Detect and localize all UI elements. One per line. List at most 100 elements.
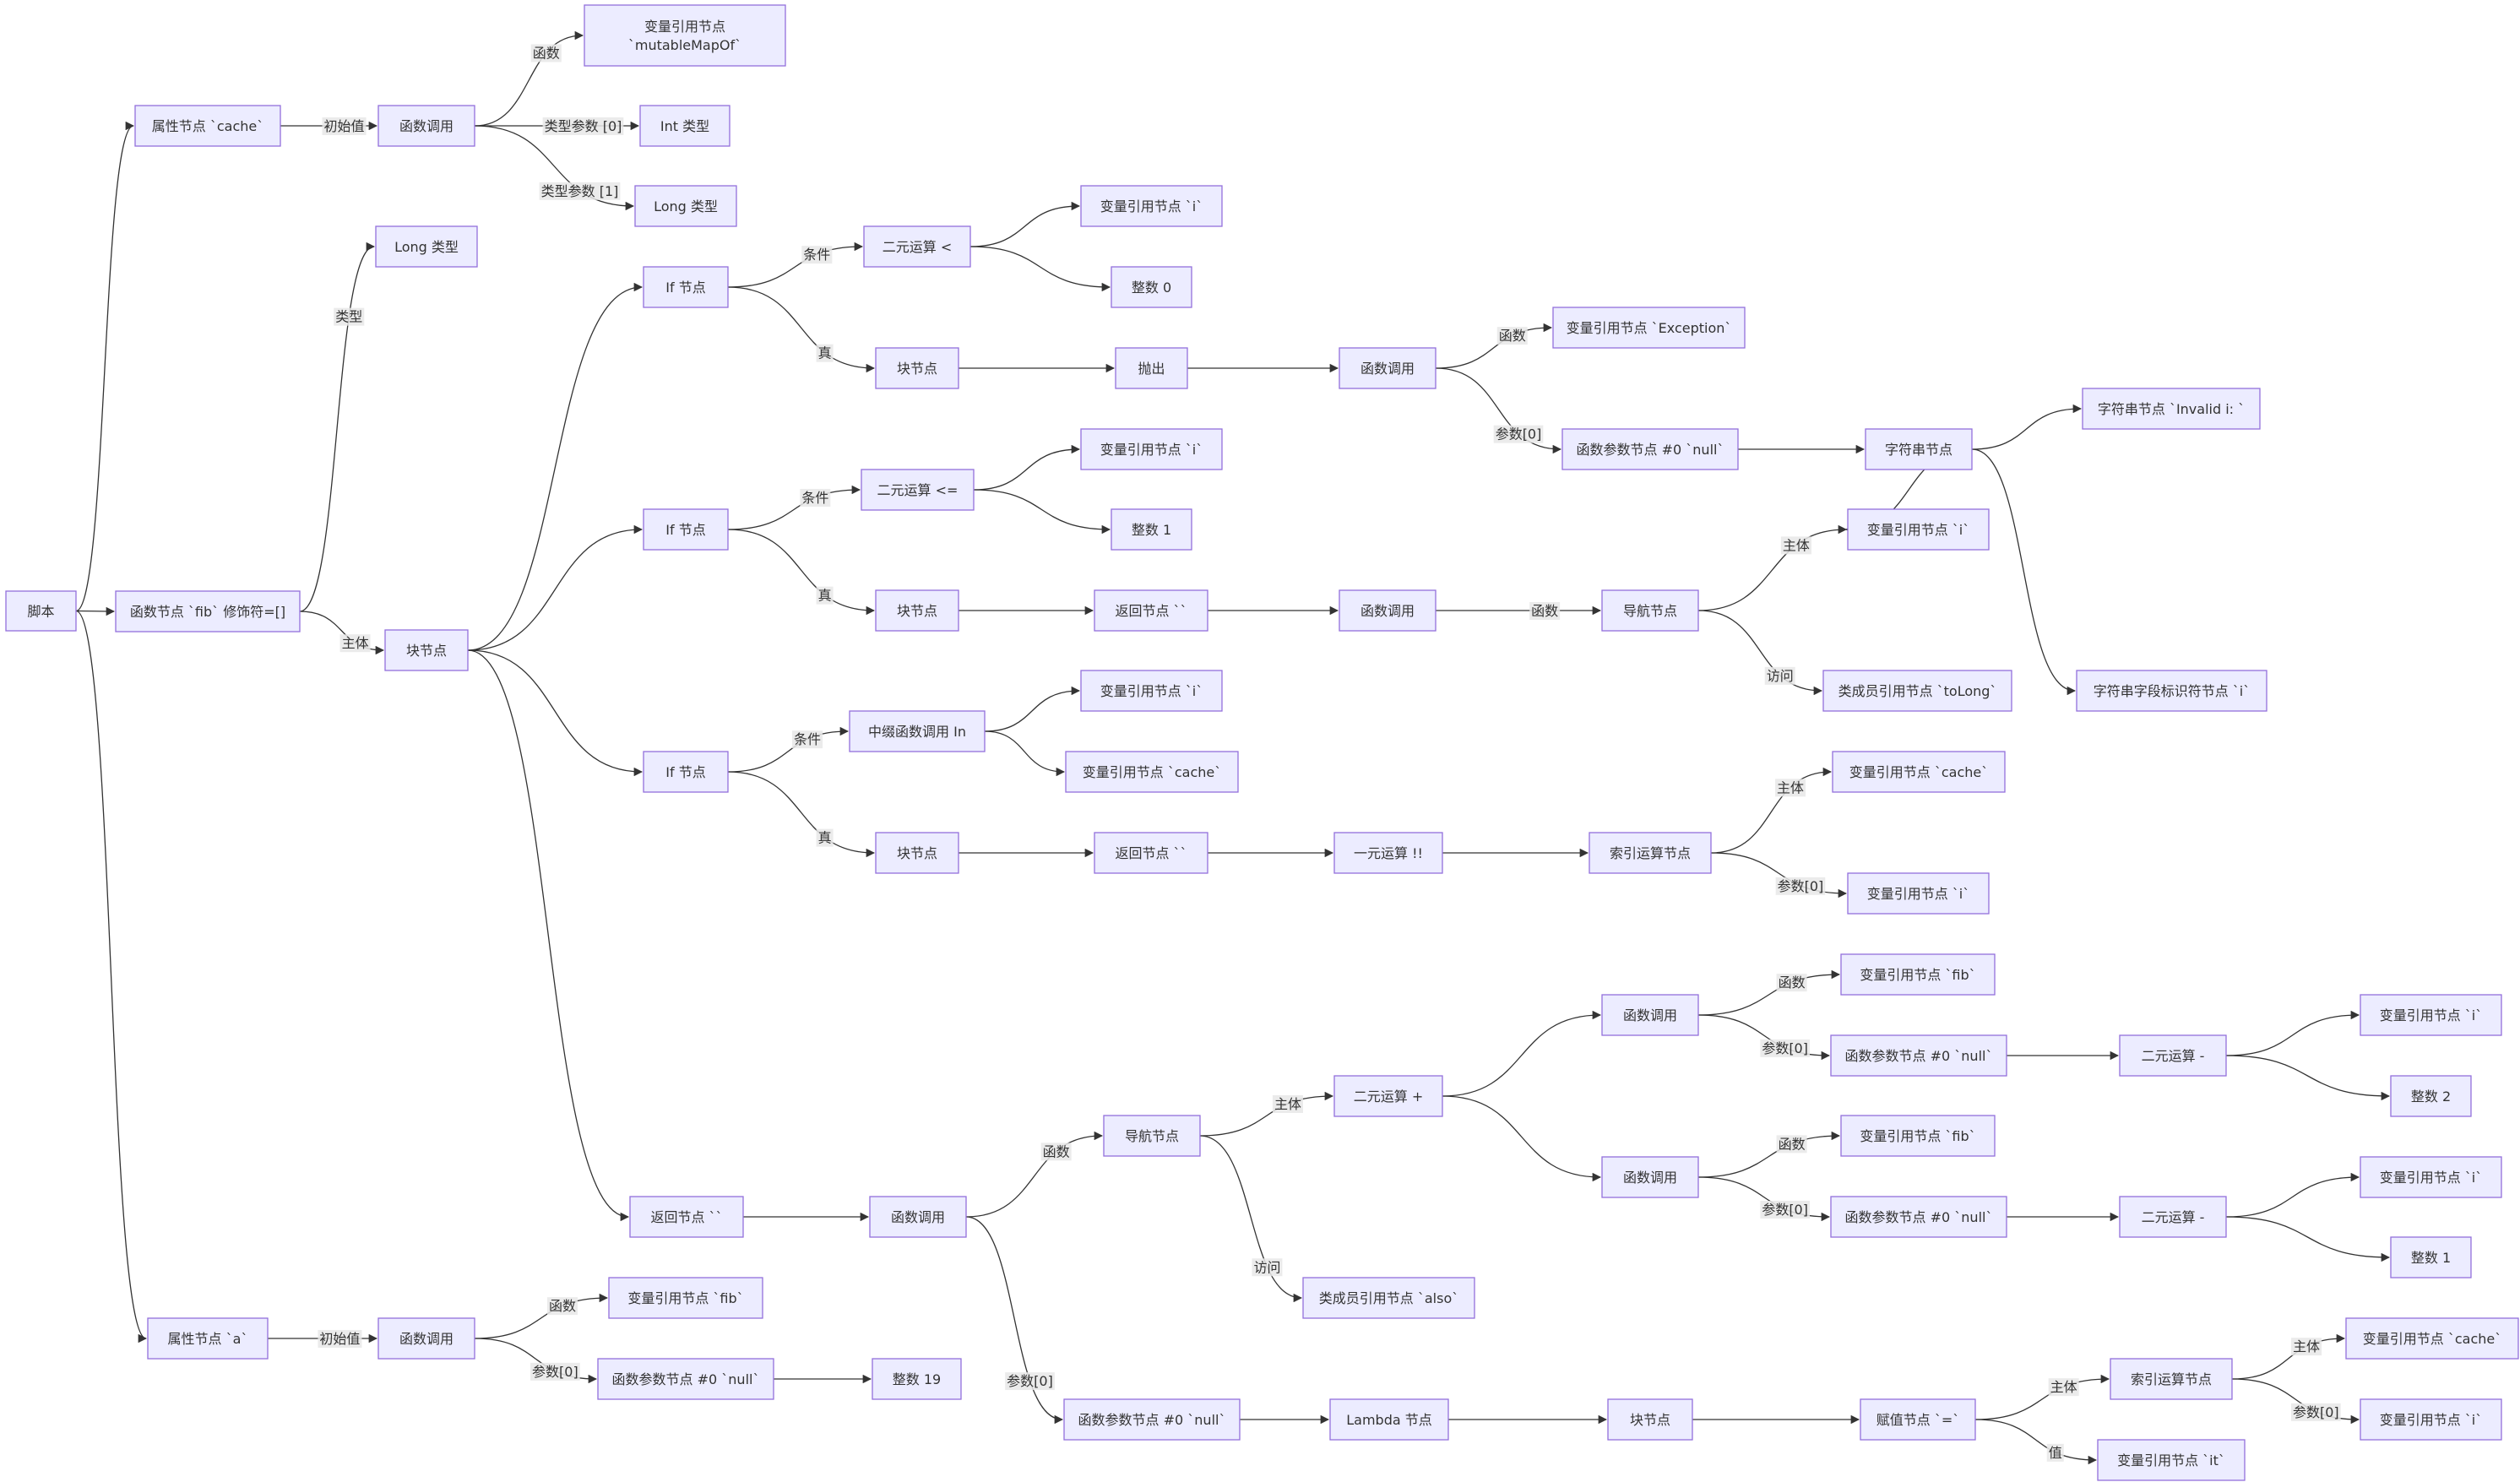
node-bin_le[interactable]: 二元运算 <= (861, 469, 975, 511)
edge-nav_also-to-m_also (1199, 1135, 1303, 1303)
node-nav_tl[interactable]: 导航节点 (1601, 589, 1699, 632)
edge-label-text: 参数[0] (2293, 1404, 2339, 1420)
node-nav_also[interactable]: 导航节点 (1103, 1115, 1201, 1157)
node-v_cache1[interactable]: 变量引用节点 `cache` (1065, 751, 1239, 793)
node-if2[interactable]: If 节点 (643, 508, 729, 551)
node-ret3[interactable]: 返回节点 `` (1094, 832, 1208, 874)
node-bin_lt[interactable]: 二元运算 < (863, 225, 971, 268)
node-ret2[interactable]: 返回节点 `` (1094, 589, 1208, 632)
node-box (384, 629, 469, 671)
node-str_id[interactable]: 字符串字段标识符节点 `i` (2076, 670, 2267, 712)
node-int1b[interactable]: 整数 1 (2390, 1236, 2472, 1278)
node-t_long2[interactable]: Long 类型 (375, 225, 478, 268)
node-arg_f1[interactable]: 函数参数节点 #0 `null` (1830, 1034, 2007, 1077)
node-v_fib1[interactable]: 变量引用节点 `fib` (1840, 953, 1996, 996)
node-box (643, 508, 729, 551)
node-p_a[interactable]: 属性节点 `a` (147, 1317, 269, 1360)
edge-label-text: 访问 (1767, 668, 1794, 684)
node-label: 脚本 (27, 604, 54, 620)
edge-if3-to-infix_in (727, 726, 850, 773)
edge-if2-to-bin_le (727, 485, 861, 530)
node-v_i5[interactable]: 变量引用节点 `i` (2360, 994, 2502, 1036)
node-v_fib2[interactable]: 变量引用节点 `fib` (1840, 1115, 1996, 1157)
node-int2[interactable]: 整数 2 (2390, 1075, 2472, 1117)
node-int1a[interactable]: 整数 1 (1111, 508, 1192, 551)
node-blk_if1[interactable]: 块节点 (875, 347, 959, 389)
edge-label: 参数[0] (1760, 1201, 1810, 1219)
node-m_also[interactable]: 类成员引用节点 `also` (1302, 1277, 1475, 1319)
node-idx2[interactable]: 索引运算节点 (2110, 1358, 2233, 1400)
node-call_f1[interactable]: 函数调用 (1601, 994, 1699, 1036)
node-arg_f2[interactable]: 函数参数节点 #0 `null` (1830, 1196, 2007, 1238)
node-v_i_str[interactable]: 变量引用节点 `i` (1847, 508, 1990, 551)
node-call_also[interactable]: 函数调用 (869, 1196, 967, 1238)
node-call_f2[interactable]: 函数调用 (1601, 1156, 1699, 1198)
node-label: 变量引用节点 `cache` (1849, 764, 1988, 780)
node-v_i4[interactable]: 变量引用节点 `i` (1847, 872, 1990, 915)
node-bin_plus[interactable]: 二元运算 + (1333, 1075, 1443, 1117)
node-call_a[interactable]: 函数调用 (377, 1317, 475, 1360)
node-v_i1[interactable]: 变量引用节点 `i` (1080, 185, 1223, 227)
node-fn_fib[interactable]: 函数节点 `fib` 修饰符=[] (115, 590, 301, 632)
node-call1[interactable]: 函数调用 (377, 105, 475, 147)
node-t_int[interactable]: Int 类型 (639, 105, 730, 147)
node-m_tolong[interactable]: 类成员引用节点 `toLong` (1822, 670, 2012, 712)
node-if3[interactable]: If 节点 (643, 751, 729, 793)
node-blk_if2[interactable]: 块节点 (875, 589, 959, 632)
node-v_i6[interactable]: 变量引用节点 `i` (2360, 1156, 2502, 1198)
node-throw[interactable]: 抛出 (1115, 347, 1188, 389)
node-v_i3[interactable]: 变量引用节点 `i` (1080, 670, 1223, 712)
node-v_exc[interactable]: 变量引用节点 `Exception` (1552, 307, 1746, 349)
node-ret_main[interactable]: 返回节点 `` (629, 1196, 744, 1238)
node-label: 赋值节点 `=` (1876, 1412, 1960, 1428)
node-box (2345, 1317, 2519, 1360)
edge-label: 类型参数 [1] (539, 182, 621, 200)
edge-call_exc-to-v_exc (1435, 323, 1553, 369)
node-p_cache[interactable]: 属性节点 `cache` (134, 105, 281, 147)
node-arg_exc[interactable]: 函数参数节点 #0 `null` (1561, 428, 1739, 470)
edge-call_f2-to-v_fib2 (1697, 1131, 1841, 1178)
node-label: 函数参数节点 #0 `null` (1577, 442, 1724, 458)
node-idx1[interactable]: 索引运算节点 (1589, 832, 1712, 874)
node-box (1063, 1398, 1241, 1441)
node-bin_m1[interactable]: 二元运算 - (2119, 1196, 2227, 1238)
node-v_mmo[interactable]: 变量引用节点`mutableMapOf` (584, 4, 786, 67)
node-block1[interactable]: 块节点 (384, 629, 469, 671)
node-label: 整数 1 (2411, 1250, 2451, 1266)
node-arg_lam[interactable]: 函数参数节点 #0 `null` (1063, 1398, 1241, 1441)
node-int19[interactable]: 整数 19 (872, 1358, 962, 1400)
node-blk_if3[interactable]: 块节点 (875, 832, 959, 874)
node-root[interactable]: 脚本 (5, 590, 77, 632)
edge-label: 主体 (1775, 779, 1806, 797)
node-v_i2[interactable]: 变量引用节点 `i` (1080, 428, 1223, 470)
edge-root-to-p_a (75, 610, 148, 1344)
node-box (1339, 589, 1437, 632)
node-infix_in[interactable]: 中缀函数调用 In (849, 710, 986, 752)
node-lambda[interactable]: Lambda 节点 (1329, 1398, 1449, 1441)
node-t_long1[interactable]: Long 类型 (634, 185, 737, 227)
node-if1[interactable]: If 节点 (643, 266, 729, 308)
node-arg_a[interactable]: 函数参数节点 #0 `null` (597, 1358, 774, 1400)
node-call_tl[interactable]: 函数调用 (1339, 589, 1437, 632)
node-assign[interactable]: 赋值节点 `=` (1860, 1398, 1976, 1441)
node-bin_m2[interactable]: 二元运算 - (2119, 1034, 2227, 1077)
edge-label: 主体 (2291, 1338, 2322, 1356)
node-blk_lam[interactable]: 块节点 (1607, 1398, 1693, 1441)
node-str_lit[interactable]: 字符串节点 `Invalid i: ` (2082, 388, 2261, 430)
edge-label: 初始值 (318, 1330, 362, 1348)
node-v_fib3[interactable]: 变量引用节点 `fib` (608, 1277, 763, 1319)
edge-call_a-to-v_fib3 (474, 1293, 609, 1339)
node-int0[interactable]: 整数 0 (1111, 266, 1192, 308)
node-v_it[interactable]: 变量引用节点 `it` (2097, 1439, 2246, 1481)
node-str[interactable]: 字符串节点 (1865, 428, 1973, 470)
node-v_i7[interactable]: 变量引用节点 `i` (2360, 1398, 2502, 1441)
node-v_cache2[interactable]: 变量引用节点 `cache` (1832, 751, 2006, 793)
edge-bin_m1-to-v_i6 (2225, 1172, 2360, 1218)
node-unary[interactable]: 一元运算 !! (1333, 832, 1443, 874)
node-v_cache3[interactable]: 变量引用节点 `cache` (2345, 1317, 2519, 1360)
node-call_exc[interactable]: 函数调用 (1339, 347, 1437, 389)
node-box (1080, 428, 1223, 470)
node-label: 字符串节点 `Invalid i: ` (2098, 401, 2245, 417)
edge-label-text: 条件 (794, 731, 821, 747)
edge-infix_in-to-v_i3 (984, 686, 1081, 732)
